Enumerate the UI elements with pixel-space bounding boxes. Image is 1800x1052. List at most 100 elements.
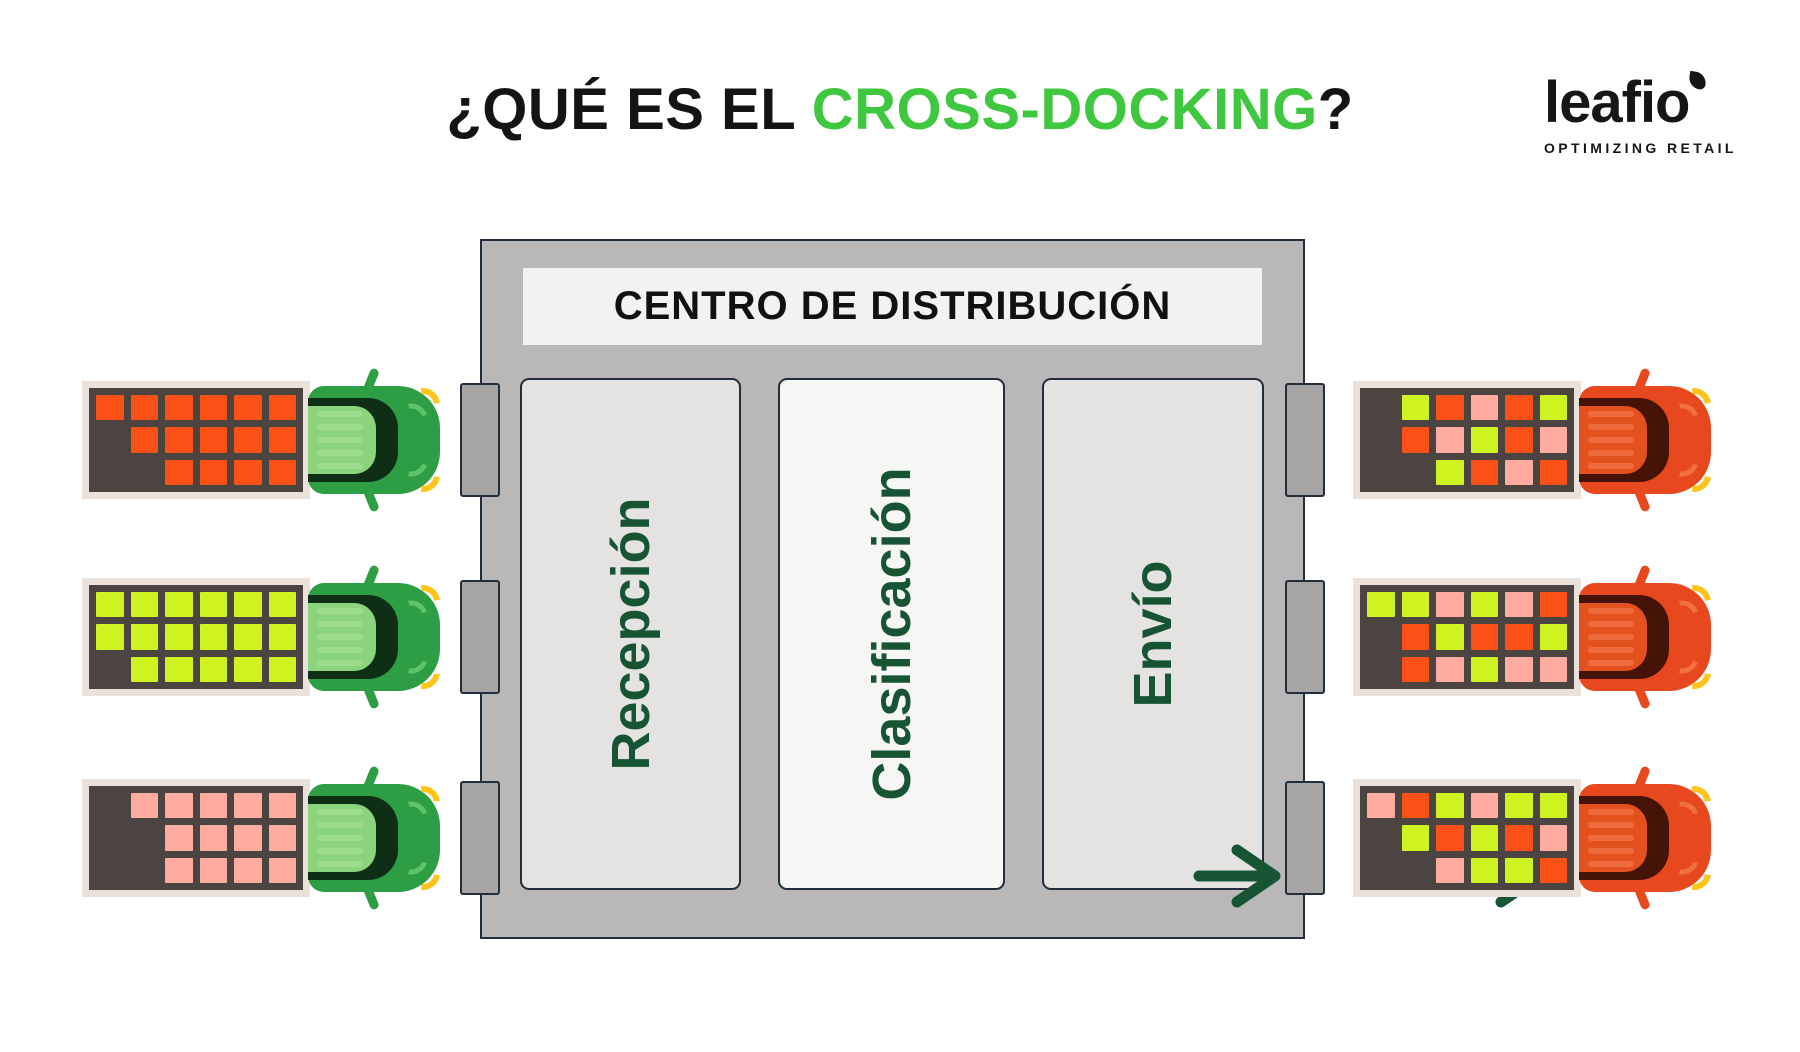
cargo-box-orange — [1505, 427, 1533, 453]
cargo-box-pink — [1539, 656, 1567, 682]
title-highlight: CROSS-DOCKING — [811, 77, 1318, 142]
cargo-box-orange — [1436, 825, 1464, 851]
cargo-box-lime — [1401, 592, 1429, 618]
cargo-box-lime — [234, 592, 262, 618]
windshield — [1579, 804, 1647, 872]
cargo-box-orange — [268, 395, 296, 421]
zone-envio-label: Envío — [1123, 560, 1183, 708]
cargo-box-lime — [96, 592, 124, 618]
trailer — [1353, 779, 1581, 897]
cargo-box-pink — [1367, 793, 1395, 819]
cargo-box-lime — [1436, 624, 1464, 650]
cargo-empty-slot — [1367, 427, 1395, 452]
cargo-grid — [1360, 388, 1574, 492]
cargo-grid — [89, 585, 303, 689]
zone-clasificacion: Clasificación — [778, 378, 1005, 890]
trailer — [82, 578, 310, 696]
cargo-box-pink — [268, 793, 296, 819]
leaf-icon — [1687, 70, 1707, 91]
cargo-box-lime — [1436, 459, 1464, 485]
cargo-box-pink — [234, 857, 262, 883]
cargo-box-pink — [268, 857, 296, 883]
cargo-box-orange — [199, 459, 227, 485]
cargo-box-lime — [1470, 656, 1498, 682]
cargo-empty-slot — [1367, 858, 1395, 883]
cargo-box-pink — [234, 825, 262, 851]
cargo-box-pink — [1470, 793, 1498, 819]
truck-cab-red — [1579, 367, 1718, 513]
cargo-empty-slot — [96, 657, 124, 682]
cargo-grid — [1360, 786, 1574, 890]
cargo-box-orange — [1505, 825, 1533, 851]
cargo-empty-slot — [1367, 657, 1395, 682]
cargo-box-lime — [165, 656, 193, 682]
cargo-empty-slot — [131, 460, 159, 485]
cargo-box-lime — [1539, 624, 1567, 650]
cargo-box-orange — [1470, 459, 1498, 485]
distribution-center-header: CENTRO DE DISTRIBUCIÓN — [523, 268, 1262, 345]
cargo-box-pink — [1505, 459, 1533, 485]
cargo-box-lime — [1470, 825, 1498, 851]
logo-brand-text: leafio — [1544, 70, 1707, 132]
cargo-box-pink — [1539, 427, 1567, 453]
cargo-box-orange — [165, 459, 193, 485]
cargo-box-orange — [1505, 624, 1533, 650]
cargo-box-orange — [1505, 395, 1533, 421]
cargo-box-lime — [1505, 857, 1533, 883]
cargo-box-lime — [1401, 825, 1429, 851]
trailer — [82, 779, 310, 897]
cargo-box-pink — [1505, 592, 1533, 618]
cargo-box-orange — [1401, 427, 1429, 453]
cargo-box-orange — [234, 395, 262, 421]
cargo-box-orange — [130, 395, 158, 421]
cargo-box-pink — [1470, 395, 1498, 421]
cargo-box-orange — [1401, 793, 1429, 819]
cargo-box-orange — [234, 459, 262, 485]
cargo-box-lime — [1539, 395, 1567, 421]
cargo-empty-slot — [131, 858, 159, 883]
cargo-box-orange — [1539, 592, 1567, 618]
logo-tagline: OPTIMIZING RETAIL — [1544, 140, 1737, 156]
truck-cab-red — [1579, 765, 1718, 911]
cargo-box-lime — [199, 656, 227, 682]
cargo-box-pink — [1505, 656, 1533, 682]
cargo-box-lime — [130, 624, 158, 650]
trailer — [82, 381, 310, 499]
cargo-box-orange — [199, 395, 227, 421]
cargo-box-lime — [234, 624, 262, 650]
cargo-box-pink — [1436, 656, 1464, 682]
cargo-box-lime — [1436, 793, 1464, 819]
outbound-truck-2 — [1353, 564, 1718, 710]
cargo-box-lime — [1539, 793, 1567, 819]
truck-cab-red — [1579, 564, 1718, 710]
inbound-truck-2 — [82, 564, 447, 710]
cargo-box-lime — [268, 592, 296, 618]
cargo-box-orange — [165, 395, 193, 421]
windshield — [308, 804, 376, 872]
arrow-right-icon — [1193, 844, 1281, 908]
cargo-box-orange — [268, 427, 296, 453]
windshield — [308, 406, 376, 474]
cargo-empty-slot — [1367, 460, 1395, 485]
cargo-box-lime — [234, 656, 262, 682]
cargo-grid — [89, 388, 303, 492]
cargo-empty-slot — [1367, 395, 1395, 420]
cargo-box-lime — [1401, 395, 1429, 421]
cargo-box-orange — [199, 427, 227, 453]
cargo-box-lime — [1470, 427, 1498, 453]
cargo-box-orange — [1539, 459, 1567, 485]
outbound-truck-3 — [1353, 765, 1718, 911]
cargo-box-lime — [199, 592, 227, 618]
windshield — [308, 603, 376, 671]
cargo-empty-slot — [96, 460, 124, 485]
cargo-box-lime — [1367, 592, 1395, 618]
dock-door — [460, 580, 500, 694]
cargo-empty-slot — [1402, 858, 1430, 883]
cargo-empty-slot — [96, 793, 124, 818]
cargo-box-orange — [165, 427, 193, 453]
outbound-truck-1 — [1353, 367, 1718, 513]
cargo-box-lime — [1470, 857, 1498, 883]
cargo-box-pink — [165, 793, 193, 819]
cargo-box-lime — [199, 624, 227, 650]
